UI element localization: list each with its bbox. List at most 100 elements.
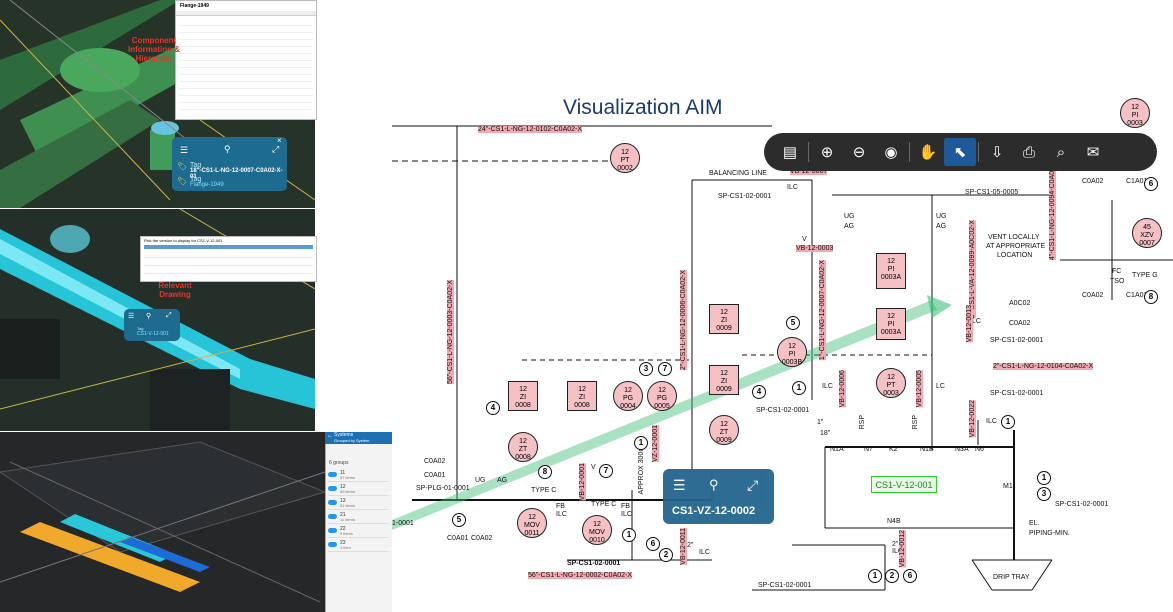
zoom-in-icon[interactable]: ⊕	[820, 144, 834, 161]
callout-1c[interactable]: 1	[622, 528, 636, 542]
callout-8b[interactable]: 8	[1144, 290, 1158, 304]
callout-2a[interactable]: 2	[659, 548, 673, 562]
back-arrow-icon[interactable]: ←	[327, 433, 333, 439]
system-toggle[interactable]	[328, 528, 337, 533]
callout-1f[interactable]: 1	[1001, 415, 1015, 429]
expand-icon-mid[interactable]: ⤢	[166, 312, 172, 319]
callout-5a[interactable]: 5	[786, 316, 800, 330]
expand-icon-pid[interactable]: ⤢	[747, 477, 759, 493]
callout-3[interactable]: 3	[639, 362, 653, 376]
vb-label-0013[interactable]: VB-12-0013	[966, 305, 973, 343]
vb-label-0005[interactable]: VB-12-0005	[916, 370, 923, 408]
line-label-0007[interactable]: 1"-CS1-L-NG-12-0007-C0A02-X	[819, 260, 826, 361]
search-icon[interactable]: ⌕	[1056, 143, 1066, 161]
systems-header[interactable]: Systems Grouped by System ←	[325, 432, 392, 444]
callout-1d[interactable]: 1	[868, 569, 882, 583]
systems-panel[interactable]	[325, 432, 393, 612]
export-icon[interactable]: ⇩	[990, 144, 1004, 161]
callout-6c[interactable]: 6	[1144, 177, 1158, 191]
list-icon-mid[interactable]: ☰	[128, 313, 135, 320]
list-icon-pid[interactable]: ☰	[673, 477, 686, 493]
vz-label[interactable]: VZ-12-0001	[652, 425, 659, 462]
callout-2b[interactable]: 2	[885, 569, 899, 583]
document-icon[interactable]: ▤	[782, 144, 798, 161]
callout-1b[interactable]: 1	[634, 436, 648, 450]
line-label-0006[interactable]: 2"-CS1-L-NG-12-0006-C0A02-X	[680, 270, 687, 371]
callout-6a[interactable]: 6	[646, 537, 660, 551]
line-label-0094[interactable]: 4"-CS1-L-NG-12-0094-C0A02-X	[1049, 160, 1056, 261]
pin-icon-mid[interactable]: ⚲	[146, 313, 152, 320]
viewer-toolbar[interactable]: ▤ ⊕ ⊖ ◉ ✋ ⬉ ⇩ ⎙ ⌕ ✉	[764, 133, 1157, 171]
callout-8a[interactable]: 8	[538, 465, 552, 479]
list-icon[interactable]: ☰	[180, 145, 189, 155]
callout-5b[interactable]: 5	[452, 513, 466, 527]
vb-label-0011[interactable]: VB-12-0011	[680, 528, 687, 565]
system-toggle[interactable]	[328, 472, 337, 477]
vb-label-0006[interactable]: VB-12-0006	[839, 370, 846, 408]
callout-7[interactable]: 7	[658, 362, 672, 376]
line-label-0002[interactable]: 56"-CS1-L-NG-12-0002-C0A02-X	[528, 572, 633, 579]
view-icon[interactable]: ◉	[884, 144, 898, 161]
zoom-out-icon[interactable]: ⊖	[852, 144, 866, 161]
callout-4b[interactable]: 4	[752, 385, 766, 399]
system-toggle[interactable]	[328, 514, 337, 519]
callout-4a[interactable]: 4	[486, 401, 500, 415]
vb-label-0007[interactable]: VB-12-0007	[790, 168, 828, 175]
system-toggle[interactable]	[328, 486, 337, 491]
pan-hand-icon[interactable]: ✋	[918, 144, 938, 161]
select-pointer-icon[interactable]: ⬉	[944, 138, 976, 166]
pin-icon-pid[interactable]: ⚲	[709, 477, 719, 492]
callout-6b[interactable]: 6	[903, 569, 917, 583]
comments-icon[interactable]: ✉	[1086, 144, 1100, 161]
line-label-0099[interactable]: 2"-CS1-L-VA-12-0099-A0C02-X	[969, 220, 976, 319]
properties-tabs[interactable]	[176, 11, 316, 16]
vb-label-0012[interactable]: VB-12-0012	[899, 530, 906, 568]
close-icon[interactable]: ×	[277, 136, 282, 145]
callout-3b[interactable]: 3	[1037, 487, 1051, 501]
vb-label-0022[interactable]: VB-12-0022	[969, 400, 976, 438]
version-list[interactable]	[144, 250, 313, 278]
line-label-0104[interactable]: 2"-CS1-L-NG-12-0104-C0A02-X	[993, 363, 1094, 370]
line-label-0102[interactable]: 24"-CS1-L-NG-12-0102-C0A02-X	[478, 126, 583, 133]
system-toggle[interactable]	[328, 542, 337, 547]
callout-1e[interactable]: 1	[1037, 471, 1051, 485]
print-icon[interactable]: ⎙	[1022, 143, 1035, 161]
system-toggle[interactable]	[328, 500, 337, 505]
vb-label-0001[interactable]: VB-12-0001	[579, 463, 586, 501]
vb-label-0003[interactable]: VB-12-0003	[796, 245, 834, 252]
tag-tooltip-pid[interactable]: ☰ ⚲ ⤢	[663, 469, 774, 524]
callout-7b[interactable]: 7	[599, 464, 613, 478]
pid-drawing-viewer[interactable]: 24"-CS1-L-NG-12-0102-C0A02-X 56"-CS1-L-N…	[392, 0, 1173, 612]
version-dialog[interactable]: Pick the version to display for CS1-V-12…	[140, 236, 317, 282]
pin-icon[interactable]: ⚲	[224, 144, 231, 154]
tag-tooltip-mid[interactable]: ☰ ⚲ ⤢ Tag CS1-V-12-001	[124, 309, 180, 341]
callout-1a[interactable]: 1	[792, 381, 806, 395]
highlighted-tag-box[interactable]: CS1-V-12-001	[871, 476, 937, 493]
line-label-0003[interactable]: 56"-CS1-L-NG-12-0003-C0A02-X	[447, 280, 454, 385]
properties-panel[interactable]: Flange-1949	[175, 0, 317, 120]
expand-icon[interactable]: ⤢	[272, 144, 280, 154]
